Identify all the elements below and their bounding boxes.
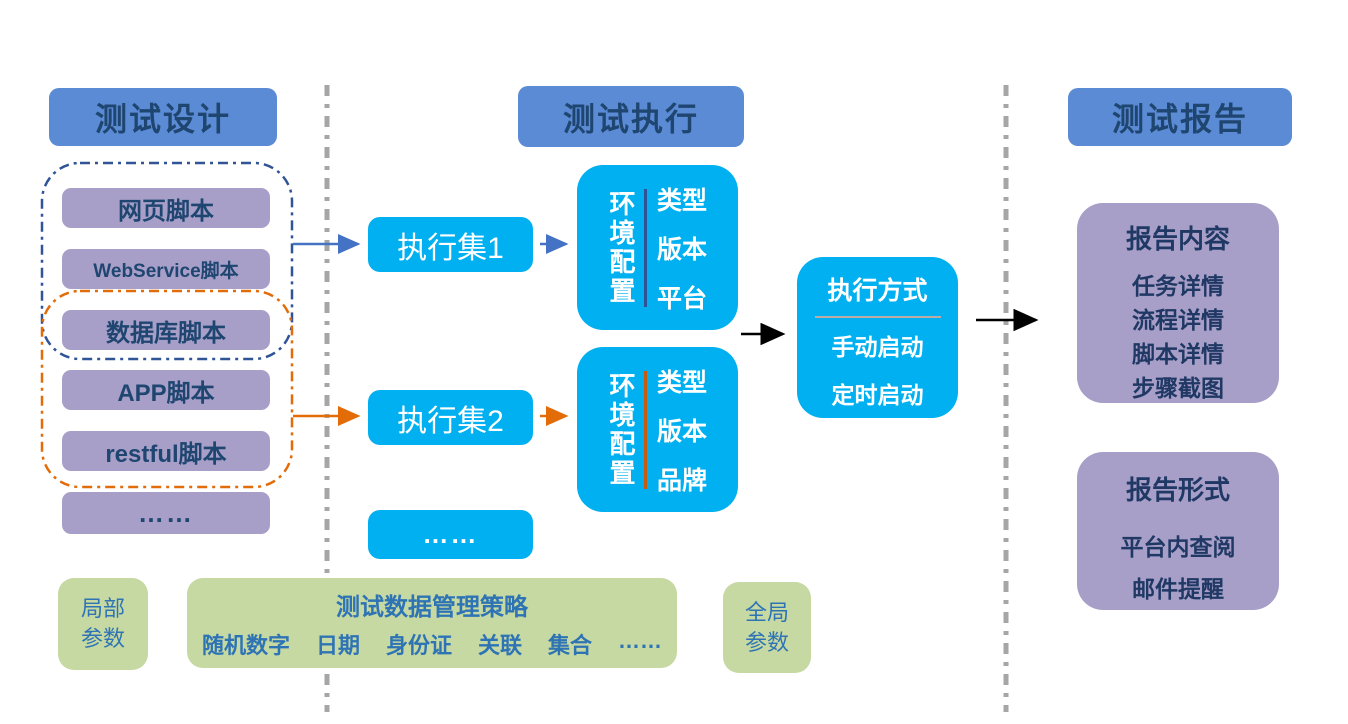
local-params-line1: 局部: [80, 596, 125, 621]
env-config-title: 环境配置: [605, 371, 636, 488]
strategy-item-association: 关联: [478, 632, 523, 658]
report-item-task-detail: 任务详情: [1132, 273, 1224, 299]
report-item-view-in-platform: 平台内查阅: [1120, 534, 1236, 560]
header-test-report: 测试报告: [1068, 88, 1292, 146]
execution-set-1-box: 执行集1: [368, 217, 533, 272]
header-test-design: 测试设计: [49, 88, 277, 146]
strategy-item-random-number: 随机数字: [201, 632, 290, 658]
execution-mode-divider: [814, 316, 941, 318]
env-config-divider: [643, 188, 647, 307]
report-content-box: 报告内容 任务详情 流程详情 脚本详情 步骤截图: [1077, 203, 1279, 403]
env-item-version: 版本: [656, 417, 707, 446]
env-item-platform: 平台: [656, 284, 707, 313]
mode-item-scheduled-start: 定时启动: [831, 382, 924, 408]
local-params-box: 局部 参数: [58, 578, 148, 670]
report-format-title: 报告形式: [1125, 475, 1230, 505]
group-outline-orange: [40, 289, 294, 489]
env-config-box-2: 环境配置 类型 版本 品牌: [577, 347, 738, 512]
env-item-type: 类型: [656, 368, 707, 397]
execution-mode-title: 执行方式: [827, 277, 928, 305]
group-outline-blue: [40, 161, 294, 361]
strategy-item-more: ……: [618, 627, 663, 653]
strategy-item-id-card: 身份证: [385, 632, 452, 658]
test-data-strategy-title: 测试数据管理策略: [336, 593, 528, 621]
script-box-web: 网页脚本: [62, 188, 270, 228]
env-item-type: 类型: [656, 186, 707, 215]
script-box-webservice: WebService脚本: [62, 249, 270, 289]
strategy-item-date: 日期: [315, 632, 360, 658]
report-item-email-reminder: 邮件提醒: [1132, 576, 1224, 602]
execution-set-2-box: 执行集2: [368, 390, 533, 445]
execution-mode-box: 执行方式 手动启动 定时启动: [797, 257, 958, 418]
local-params-line2: 参数: [80, 626, 125, 651]
global-params-line1: 全局: [744, 599, 789, 625]
env-config-divider: [643, 370, 647, 489]
global-params-line2: 参数: [744, 629, 789, 655]
script-box-app: APP脚本: [62, 370, 270, 410]
report-content-title: 报告内容: [1125, 224, 1230, 254]
script-box-more: ……: [62, 492, 270, 534]
report-item-script-detail: 脚本详情: [1132, 341, 1224, 367]
env-item-brand: 品牌: [656, 466, 707, 495]
report-item-flow-detail: 流程详情: [1132, 307, 1224, 333]
execution-set-more-box: ……: [368, 510, 533, 559]
env-config-title: 环境配置: [605, 189, 636, 306]
test-data-strategy-box: 测试数据管理策略 随机数字 日期 身份证 关联 集合 ……: [187, 578, 677, 668]
env-item-version: 版本: [656, 235, 707, 264]
report-item-step-screenshot: 步骤截图: [1132, 375, 1224, 401]
script-box-restful: restful脚本: [62, 431, 270, 471]
report-format-box: 报告形式 平台内查阅 邮件提醒: [1077, 452, 1279, 610]
header-test-execution: 测试执行: [518, 86, 744, 147]
script-box-database: 数据库脚本: [62, 310, 270, 350]
env-config-box-1: 环境配置 类型 版本 平台: [577, 165, 738, 330]
global-params-box: 全局 参数: [723, 582, 811, 673]
mode-item-manual-start: 手动启动: [831, 334, 924, 360]
strategy-item-collection: 集合: [548, 632, 593, 658]
